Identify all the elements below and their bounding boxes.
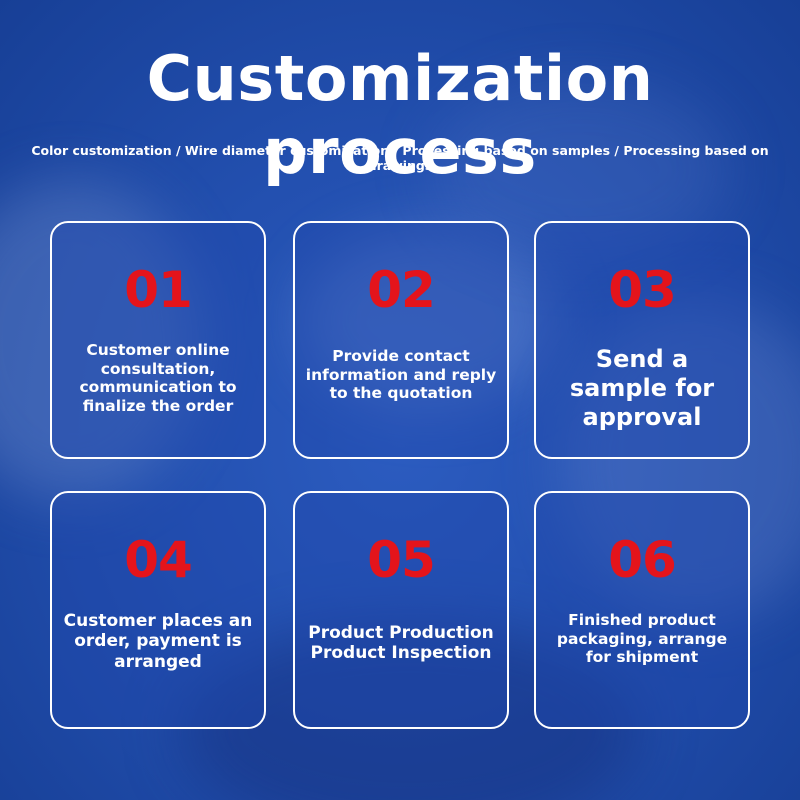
step-text: Customer online consultation, communicat… [79, 341, 237, 415]
step-text: Send a sample for approval [569, 345, 715, 431]
step-text: Provide contact information and reply to… [305, 347, 497, 403]
step-card-06: 06 Finished product packaging, arrange f… [534, 491, 750, 729]
step-card-05: 05 Product Production Product Inspection [293, 491, 509, 729]
step-number: 01 [124, 261, 193, 319]
step-number: 04 [124, 531, 193, 589]
step-card-04: 04 Customer places an order, payment is … [50, 491, 266, 729]
step-number: 02 [367, 261, 436, 319]
step-card-01: 01 Customer online consultation, communi… [50, 221, 266, 459]
step-number: 05 [367, 531, 436, 589]
step-text: Finished product packaging, arrange for … [556, 611, 728, 667]
step-number: 06 [608, 531, 677, 589]
customization-options-subtitle: Color customization / Wire diameter cust… [31, 143, 769, 173]
step-text: Product Production Product Inspection [308, 623, 494, 664]
page-title: Customization process [146, 42, 654, 188]
step-card-02: 02 Provide contact information and reply… [293, 221, 509, 459]
step-text: Customer places an order, payment is arr… [63, 611, 253, 672]
step-number: 03 [608, 261, 677, 319]
step-card-03: 03 Send a sample for approval [534, 221, 750, 459]
